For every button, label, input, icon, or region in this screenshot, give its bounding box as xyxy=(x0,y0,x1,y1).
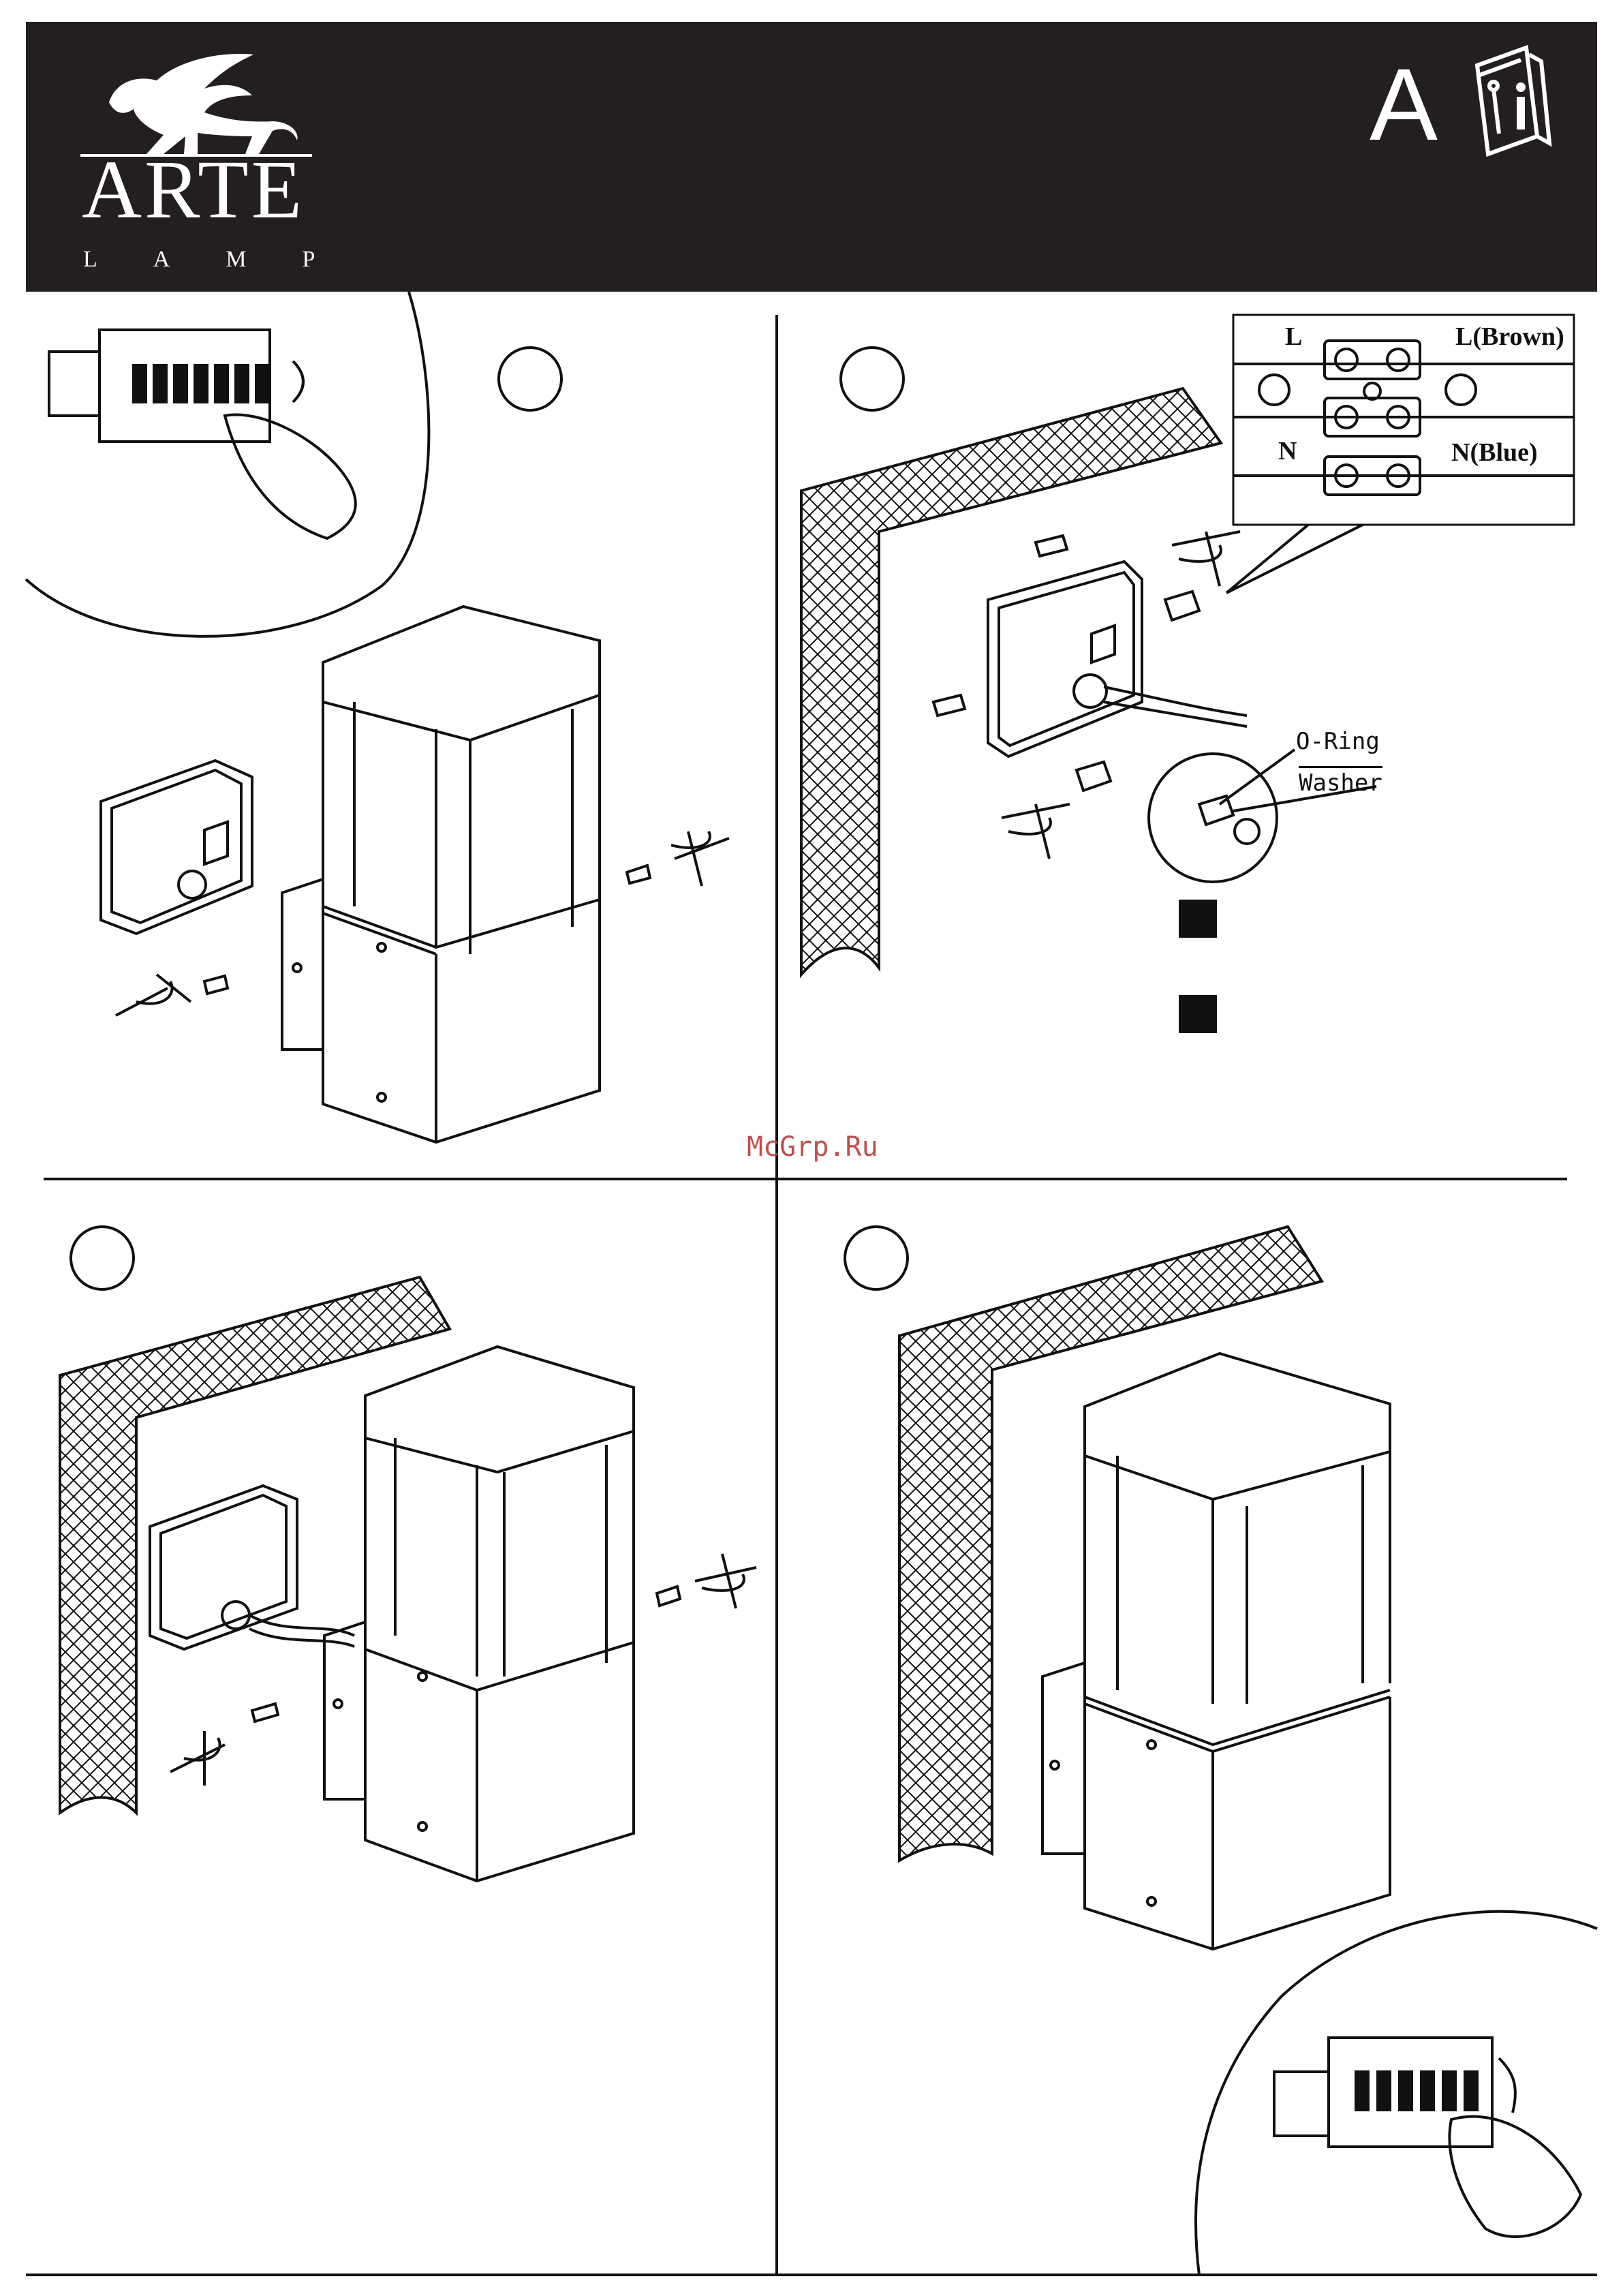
callout-square-2 xyxy=(1179,995,1217,1033)
step-circle-1 xyxy=(499,348,561,410)
washer-label: Washer xyxy=(1299,766,1382,797)
step-circle-3 xyxy=(71,1227,134,1289)
panel-3 xyxy=(60,1227,756,1881)
terminal-label-l: L xyxy=(1285,322,1302,352)
panel-4 xyxy=(845,1227,1597,2275)
step-circle-2 xyxy=(841,348,903,410)
terminal-label-n-blue: N(Blue) xyxy=(1451,438,1538,468)
watermark: McGrp.Ru xyxy=(747,1131,878,1163)
step-circle-4 xyxy=(845,1227,908,1289)
panel-2 xyxy=(801,315,1574,975)
o-ring-label: O-Ring xyxy=(1296,728,1380,755)
terminal-label-n: N xyxy=(1278,436,1297,466)
ground-symbol-left xyxy=(1259,375,1289,405)
callout-square-1 xyxy=(1179,900,1217,938)
terminal-label-l-brown: L(Brown) xyxy=(1455,322,1564,352)
ground-symbol-right xyxy=(1446,375,1476,405)
panel-1 xyxy=(26,292,729,1142)
